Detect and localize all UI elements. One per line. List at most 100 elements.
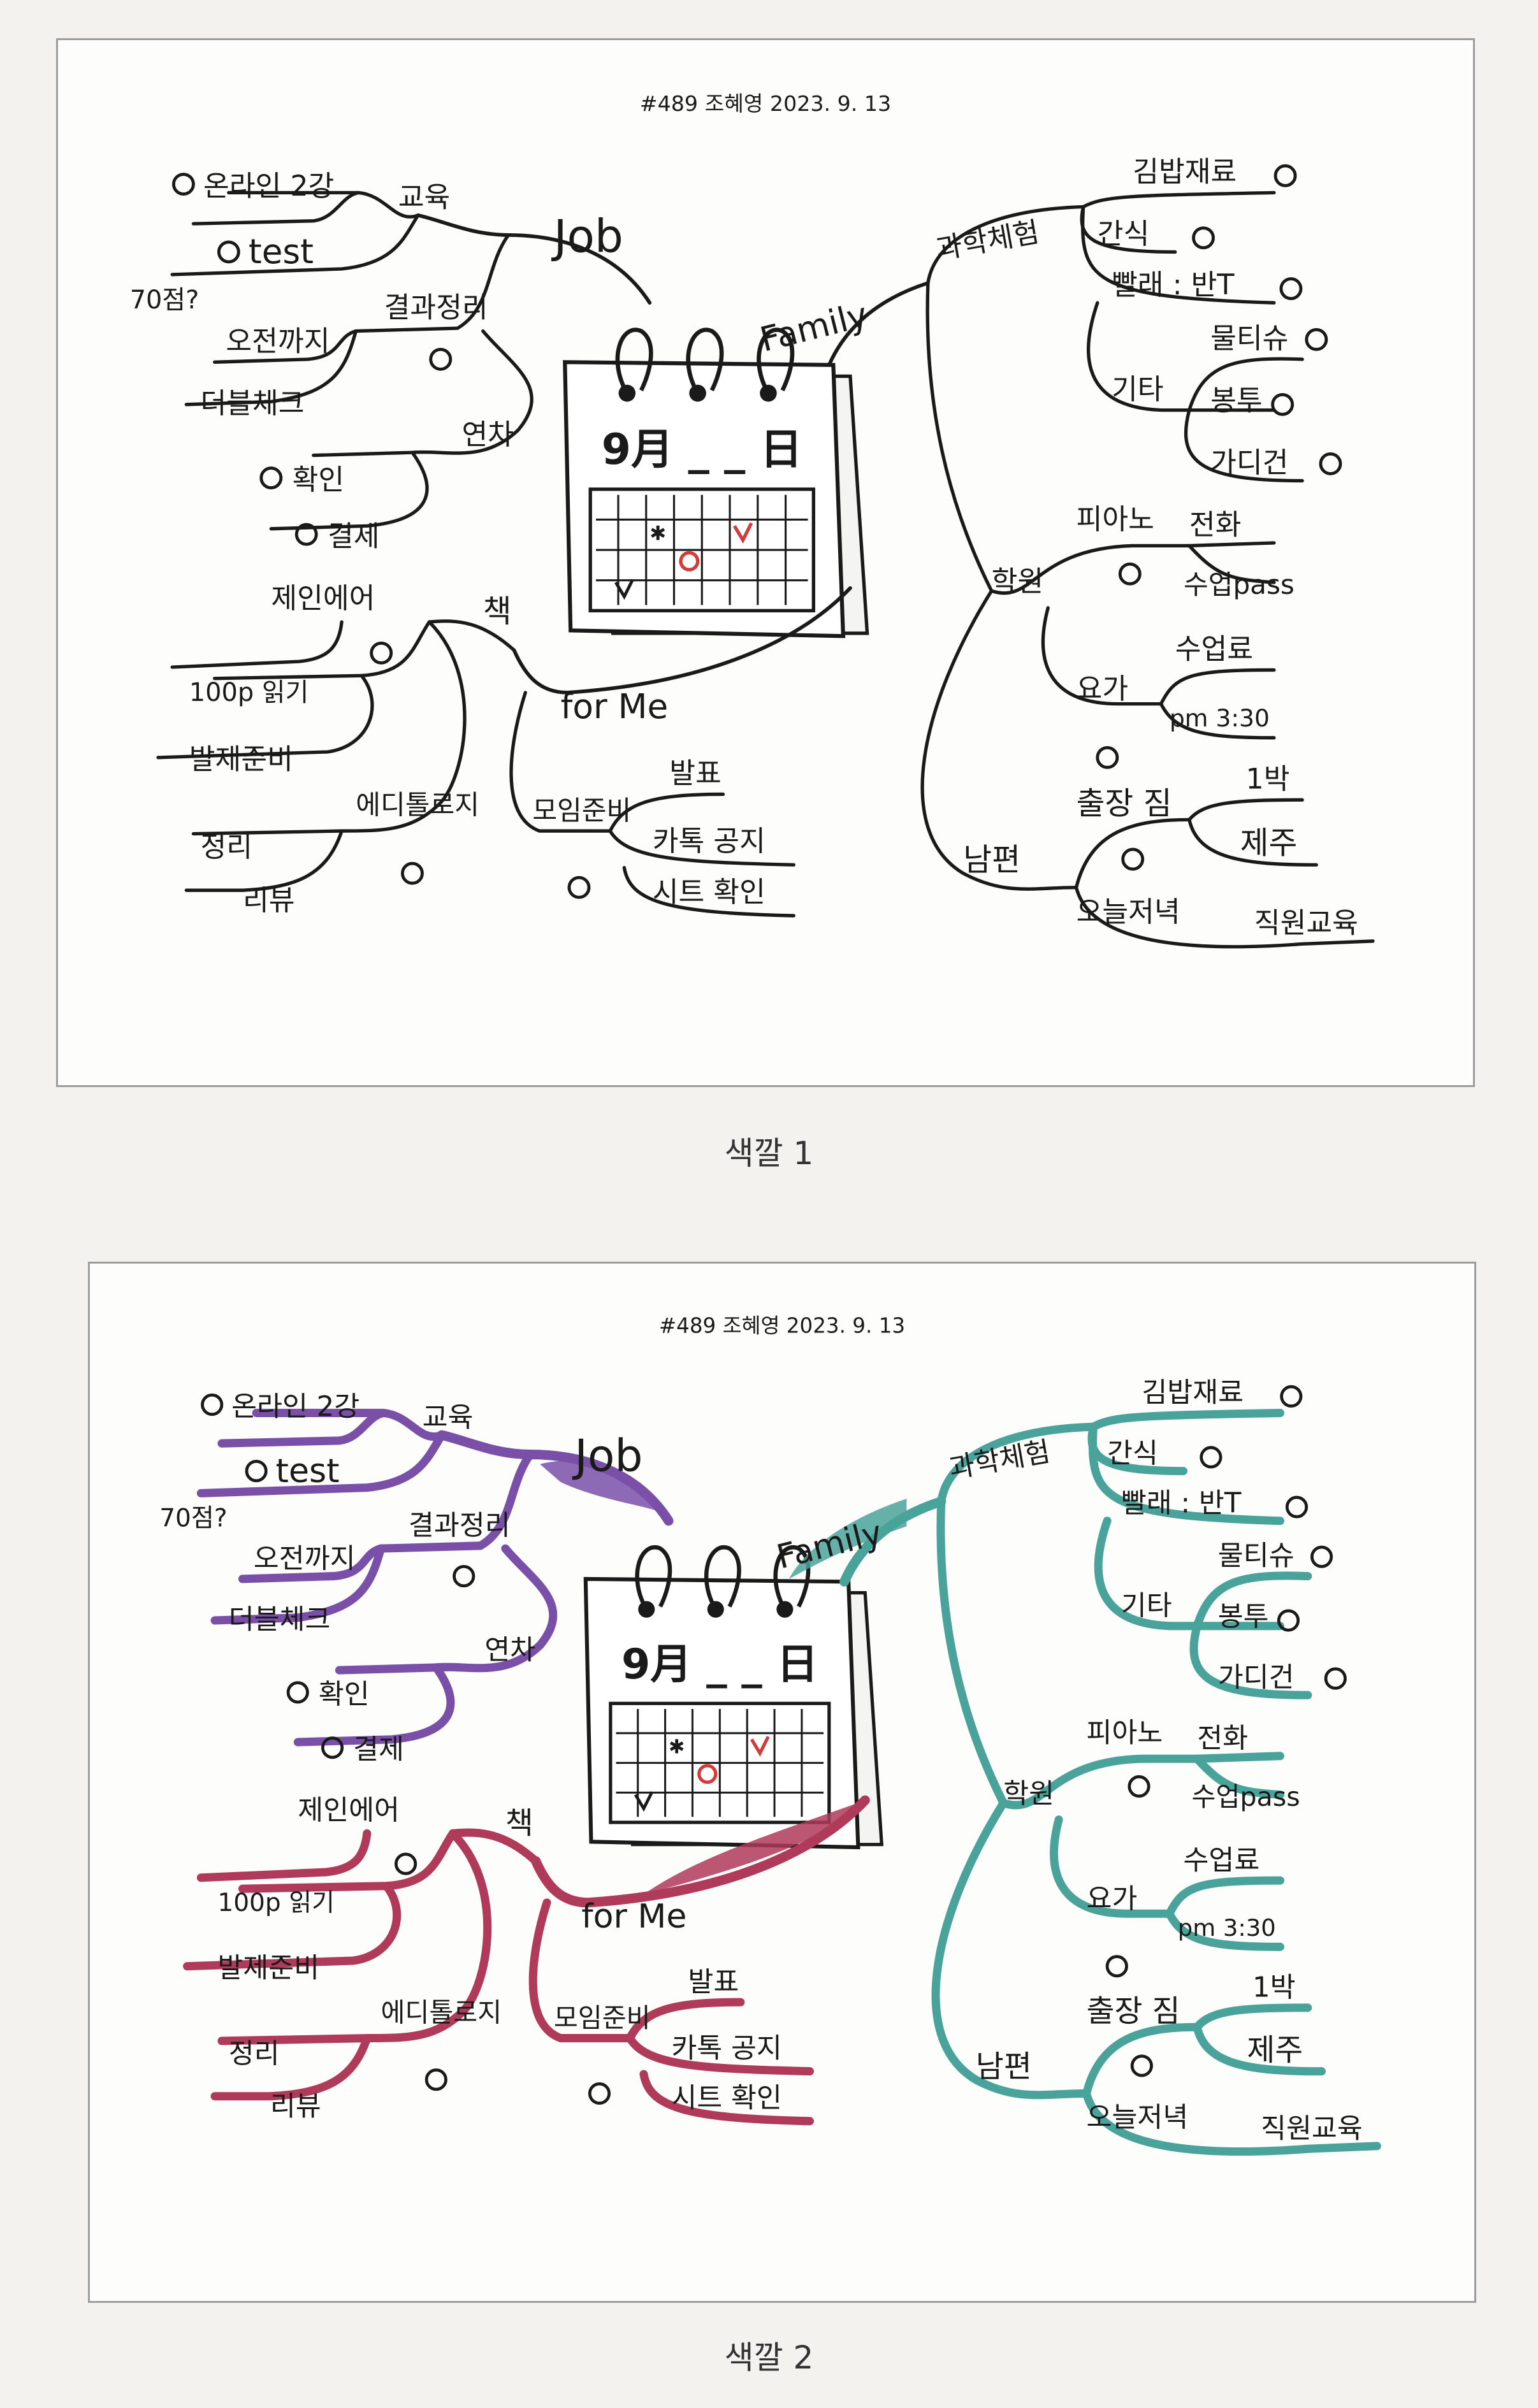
academy-sub-branch [1193,1754,1284,1799]
book-item: 100p 읽기 [189,678,308,707]
meeting-label: 모임준비 [532,795,631,826]
book-sub-branch [213,620,432,681]
checkbox-circle [1200,1446,1222,1469]
science-sub-branch [1193,1571,1312,1631]
checkbox-circle [171,173,195,196]
meeting-item: 카톡 공지 [671,2033,782,2065]
yoga-label: 요가 [1087,1884,1138,1915]
checkbox-circle [294,523,318,546]
education-label: 교육 [423,1402,474,1434]
science-item: 김밥재료 [1142,1377,1244,1409]
checkbox-circle [1280,1385,1303,1408]
checkbox-circle [1128,1775,1150,1798]
meeting-sub-branch [625,1998,745,2043]
summary-item: 더블체크 [201,387,305,420]
husband-sub-branch [1082,2089,1381,2156]
husband-sub-branch [1187,818,1318,867]
academy-sub-branch [1187,544,1276,584]
education-item: 온라인 2강 [203,170,334,203]
checkbox-circle [1096,746,1119,769]
meeting-sub-branch [625,2034,814,2076]
science-item: 가디건 [1218,1662,1295,1694]
figure-caption: 색깔 2 [724,2339,814,2376]
family-label: Family [773,1514,886,1577]
academy-sub-branch [1050,1815,1174,1918]
meeting-sub-branch [608,792,725,833]
trip-label: 출장 짐 [1087,1994,1180,2029]
epistemology-item: 정리 [201,831,253,863]
calendar-check-icon [732,522,753,544]
book-label: 책 [483,594,512,630]
me-main-branch [531,1795,870,1908]
me-label: for Me [561,687,669,726]
science-item: 김밥재료 [1133,156,1237,189]
academy-sub-branch [1165,1876,1284,1918]
science-sub-branch [1080,205,1276,305]
meeting-branch [509,691,612,833]
trip-item: 제주 [1240,826,1298,862]
piano-item: 수업pass [1184,569,1295,600]
academy-label: 학원 [992,565,1044,598]
calendar-star-icon: ✱ [649,523,666,545]
checkbox-circle [1310,1545,1333,1568]
figure-caption: 색깔 1 [724,1135,814,1172]
science-branch [926,205,1085,285]
checkbox-circle [286,1681,309,1704]
epistemology-label: 에디톨로지 [381,1998,502,2028]
husband-sub-branch [1193,2022,1326,2076]
science-item: 간식 [1098,218,1150,250]
science-item: 봉투 [1210,385,1263,417]
checkbox-circle [1118,562,1142,586]
presentation-label: 발표 [669,758,722,790]
me-branch-fill [643,1800,866,1894]
science-sub-branch [1087,301,1191,412]
book-title: 제인에어 [271,582,375,615]
checkbox-circle [1279,277,1303,301]
family-branch-fill [788,1499,907,1579]
book-item: 발제준비 [217,1952,319,1984]
job-main-branch [437,1430,674,1526]
checkbox-circle [1105,1955,1128,1978]
science-item: 봉투 [1218,1601,1269,1633]
education-item: 온라인 2강 [231,1391,359,1423]
trip-item: 1박 [1252,1972,1296,2003]
summary-item: 오전까지 [254,1543,356,1575]
science-sub-branch [1081,191,1276,209]
calendar-circle-mark-icon [697,1764,718,1784]
summary-item: 더블체크 [229,1604,331,1636]
science-item: 간식 [1107,1438,1158,1470]
book-item: 100p 읽기 [217,1889,335,1917]
checkbox-circle [1192,226,1215,250]
me-main-branch [512,586,852,695]
checkbox-circle [1305,328,1328,351]
yoga-item: 수업료 [1175,633,1253,666]
calendar-ring [635,1545,672,1611]
book-sub-branch [196,1829,372,1882]
calendar-ring-hole [618,384,636,402]
education-sub-branch [196,1431,446,1497]
calendar-check-icon [614,579,634,600]
science-branch [937,1422,1098,1506]
education-item: 70점? [130,285,200,315]
checkbox-circle [1271,393,1295,416]
education-sub-branch [170,213,420,277]
book-sub-branch [156,674,374,760]
checkbox-circle [1319,452,1342,475]
checkbox-circle [429,347,453,371]
husband-sub-branch [1074,886,1375,949]
academy-branch [989,544,1191,595]
me-label: for Me [581,1898,686,1936]
academy-sub-branch [1193,1752,1284,1763]
summary-branch [354,233,511,333]
science-item: 기타 [1112,373,1164,406]
trip-label: 출장 짐 [1077,786,1172,821]
science-item: 물티슈 [1218,1540,1295,1572]
checkbox-circle [245,1460,268,1483]
leave-label: 연차 [484,1634,535,1666]
summary-sub-branch [213,329,358,364]
leave-sub-branch [335,1663,440,1675]
epistemology-branch [363,1829,492,2043]
